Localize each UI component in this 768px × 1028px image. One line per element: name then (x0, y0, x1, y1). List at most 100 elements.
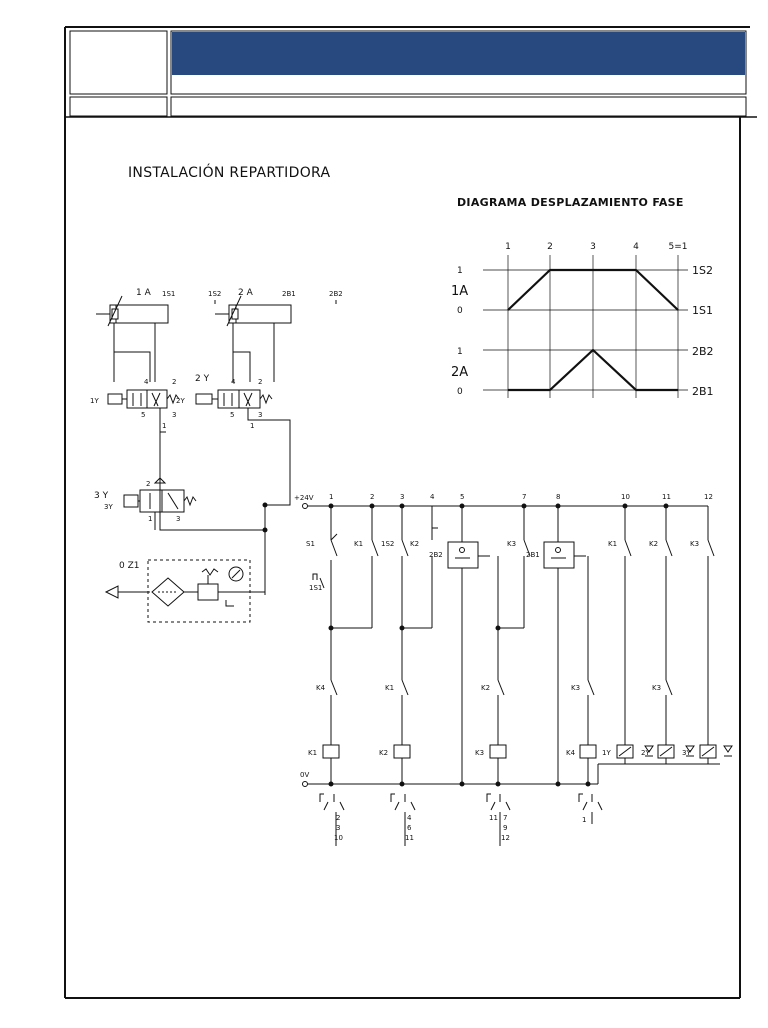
level-label: 1 (457, 266, 463, 276)
step-label: 2 (547, 242, 553, 252)
port-label: 1 (250, 422, 254, 430)
cylinder-1a (96, 295, 169, 382)
diagram-title: DIAGRAMA DESPLAZAMIENTO FASE (457, 196, 684, 209)
contact-label: K3 (507, 540, 516, 548)
step-label: 3 (590, 242, 596, 252)
port-label: 1 (162, 422, 166, 430)
valve-2 (195, 389, 273, 409)
coil-label: 2Y (641, 749, 650, 757)
contact-label: S1 (306, 540, 315, 548)
sensor-tag: 1S1 (162, 290, 175, 298)
port-label: 3 (258, 411, 262, 419)
actuator-name: 2A (451, 365, 468, 380)
frl-label: 0 Z1 (119, 561, 139, 571)
coil-tag: 1Y (90, 397, 99, 405)
rung-number: 2 (370, 493, 374, 501)
rung-number: 12 (704, 493, 713, 501)
trace-1a (507, 268, 679, 311)
contact-label: K3 (652, 684, 661, 692)
step-label: 5=1 (669, 242, 688, 252)
rung-number: 1 (329, 493, 333, 501)
cross-ref: 6 (407, 824, 412, 832)
contact-label: 2B1 (526, 551, 540, 559)
contact-label: K2 (481, 684, 490, 692)
contact-label: 2B2 (429, 551, 443, 559)
title-bar (172, 32, 745, 75)
rung-number: 3 (400, 493, 404, 501)
step-label: 1 (505, 242, 511, 252)
valve-3 (123, 477, 197, 530)
port-label: 3 (176, 515, 180, 523)
sensor-label: 1S2 (692, 264, 713, 277)
trace-2a (508, 348, 678, 392)
level-label: 0 (457, 306, 463, 316)
cross-ref: 2 (336, 814, 340, 822)
cross-ref: 9 (503, 824, 507, 832)
coil-label: K2 (379, 749, 388, 757)
step-label: 4 (633, 242, 639, 252)
contact-label: K4 (316, 684, 326, 692)
cross-ref: 1 (582, 816, 586, 824)
cross-ref: 12 (501, 834, 510, 842)
sensor-label: 1S1 (692, 304, 713, 317)
page-title: INSTALACIÓN REPARTIDORA (128, 165, 331, 181)
port-label: 2 (172, 378, 176, 386)
supply-negative-label: 0V (300, 771, 309, 779)
contact-label: K1 (354, 540, 363, 548)
contact-label: K1 (608, 540, 617, 548)
valve-1 (107, 389, 180, 409)
port-label: 5 (141, 411, 145, 419)
rung-number: 8 (556, 493, 560, 501)
sensor-tag: 2B2 (329, 290, 343, 298)
coil-label: K1 (308, 749, 317, 757)
rung-number: 10 (621, 493, 630, 501)
rung-number: 11 (662, 493, 671, 501)
supply-positive-label: +24V (294, 494, 314, 502)
cylinder-2a-label: 2 A (238, 288, 254, 298)
port-label: 4 (231, 378, 236, 386)
coil-tag: 2Y (176, 397, 185, 405)
cross-ref: 4 (407, 814, 412, 822)
sensor-tag: 1S2 (208, 290, 221, 298)
sensor-label: 2B2 (692, 345, 714, 358)
port-label: 4 (144, 378, 149, 386)
level-label: 0 (457, 387, 463, 397)
contact-label: K3 (571, 684, 580, 692)
rung-number: 7 (522, 493, 526, 501)
pneumatic-circuit (96, 295, 337, 623)
cross-reference-symbols (319, 793, 603, 846)
cross-ref: 11 (489, 814, 498, 822)
port-label: 5 (230, 411, 234, 419)
contact-label: K2 (410, 540, 419, 548)
electrical-labels: +24V 0V 1 2 3 4 5 7 8 10 11 12 S1 K1 1S2… (294, 493, 713, 842)
sensor-1s1-label: 1S1 (309, 584, 322, 592)
rung-number: 5 (460, 493, 464, 501)
level-label: 1 (457, 347, 463, 357)
cross-ref: 3 (336, 824, 340, 832)
pneumatic-labels: 1 A 2 A 1S1 1S2 2B1 2B2 2 Y 1Y 2Y 4 2 5 … (90, 288, 343, 571)
coil-label: 1Y (602, 749, 611, 757)
frl-unit (104, 559, 265, 623)
contact-label: K1 (385, 684, 394, 692)
sensor-tag: 2B1 (282, 290, 296, 298)
rung-number: 4 (430, 493, 435, 501)
cross-ref: 7 (503, 814, 507, 822)
port-label: 2 (258, 378, 262, 386)
coil-label: K3 (475, 749, 484, 757)
cylinder-2a (215, 295, 292, 382)
actuator-name: 1A (451, 284, 468, 299)
coil-label: 3Y (682, 749, 691, 757)
valve-2-label: 2 Y (195, 374, 210, 384)
coil-tag: 3Y (104, 503, 113, 511)
contact-label: K3 (690, 540, 699, 548)
port-label: 1 (148, 515, 152, 523)
contact-label: K2 (649, 540, 658, 548)
valve-3-label: 3 Y (94, 491, 109, 501)
cross-ref: 11 (405, 834, 414, 842)
electrical-ladder (302, 503, 733, 846)
port-label: 2 (146, 480, 150, 488)
cylinder-1a-label: 1 A (136, 288, 152, 298)
phase-diagram: 1 2 3 4 5=1 1A 1 0 1S2 1S1 2A 1 0 2B2 2B… (451, 242, 714, 398)
